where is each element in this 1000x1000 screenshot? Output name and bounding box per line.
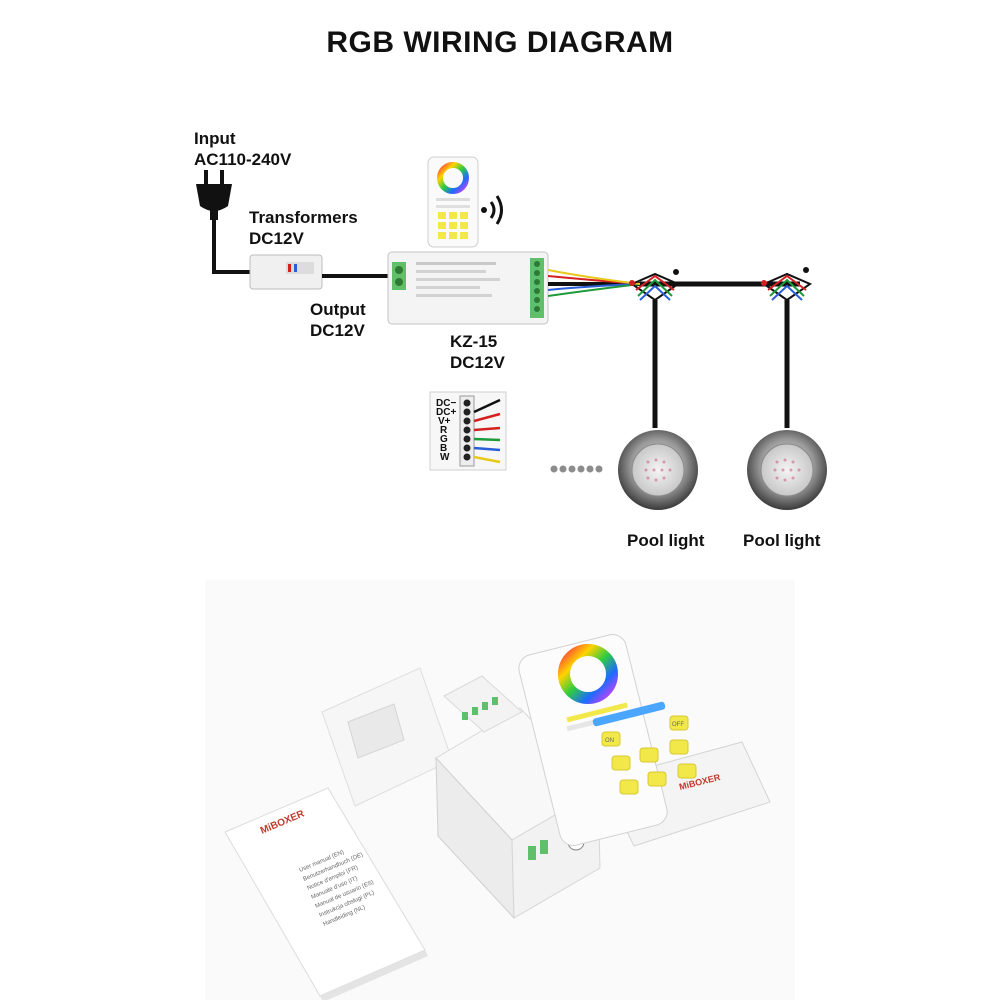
input-label: Input AC110-240V xyxy=(194,128,291,170)
output-label: Output DC12V xyxy=(310,299,366,341)
terminal-pinout: DC− DC+ V+ R G B W xyxy=(429,391,507,471)
remote-control xyxy=(427,156,479,248)
controller-output-wires xyxy=(547,269,641,297)
pool-light-1 xyxy=(618,430,698,510)
transformer-label-line1: Transformers xyxy=(249,208,358,227)
remote-photo-off-label: OFF xyxy=(672,722,684,728)
remote-photo: ON OFF MiBOXER xyxy=(518,634,771,847)
controller-model: KZ-15 xyxy=(450,332,498,351)
output-label-line2: DC12V xyxy=(310,321,365,340)
pin-label-dc-minus: DC− xyxy=(436,398,456,409)
output-label-line1: Output xyxy=(310,300,366,319)
controller-label: KZ-15 DC12V xyxy=(450,331,505,373)
input-label-line1: Input xyxy=(194,129,236,148)
wireless-signal-icon xyxy=(481,195,503,225)
pool-light-label-1: Pool light xyxy=(627,531,705,550)
pin-label-b: B xyxy=(440,443,447,454)
controller-kz15 xyxy=(387,251,549,325)
transformer-label-line2: DC12V xyxy=(249,229,304,248)
transformer-label: Transformers DC12V xyxy=(249,207,358,249)
input-label-line2: AC110-240V xyxy=(194,150,292,169)
pool-light-label-2: Pool light xyxy=(743,531,821,550)
junction-2 xyxy=(761,267,813,302)
diagram-title: RGB WIRING DIAGRAM xyxy=(326,26,674,59)
manual-booklet: MiBOXER User manual (EN) Benutzerhandbuc… xyxy=(224,787,428,1000)
transformer-unit xyxy=(249,254,323,290)
ac-cable xyxy=(212,220,255,274)
controller-voltage: DC12V xyxy=(450,353,505,372)
power-plug-icon xyxy=(196,170,232,220)
pin-label-w: W xyxy=(440,452,450,463)
pin-label-r: R xyxy=(440,425,448,436)
junction-1 xyxy=(629,269,681,302)
pin-label-g: G xyxy=(440,434,448,445)
pool-light-2 xyxy=(747,430,827,510)
remote-photo-on-label: ON xyxy=(605,738,614,744)
pin-label-dc-plus: DC+ xyxy=(436,407,456,418)
continuation-dots xyxy=(550,465,603,473)
instruction-sheet-back xyxy=(321,667,453,807)
pin-label-vplus: V+ xyxy=(438,416,451,427)
